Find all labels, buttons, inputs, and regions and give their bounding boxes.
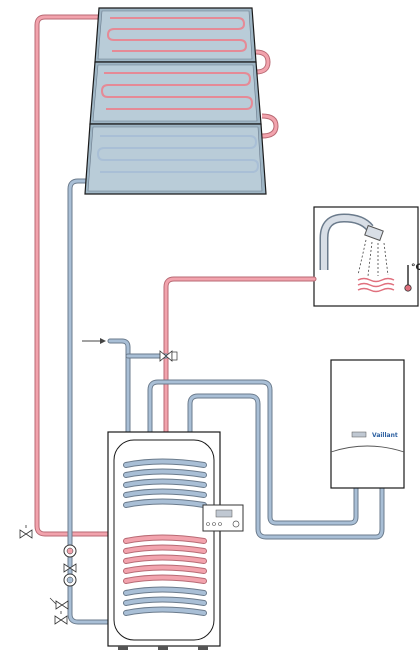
drain-valve-icon <box>54 611 68 625</box>
collector-bottom-meander <box>96 135 260 173</box>
solar-cold-return-pipe <box>67 178 153 625</box>
heat-waves-icon <box>357 277 395 293</box>
fill-valve-icon <box>19 525 33 539</box>
water-spray <box>357 239 389 277</box>
controller-display <box>215 509 233 518</box>
boiler-display <box>351 431 367 438</box>
wall-boiler: Vaillant <box>330 359 405 489</box>
boiler-brand-label: Vaillant <box>372 432 398 439</box>
check-valve-icon <box>63 563 77 573</box>
tank-controller <box>202 504 244 532</box>
safety-valve-icon <box>49 597 69 610</box>
temperature-unit-label: °C <box>411 263 420 273</box>
lower-solar-coil <box>123 534 207 616</box>
hot-water-supply-pipe <box>163 276 317 443</box>
collector-middle-meander <box>100 72 254 110</box>
mixing-valve-icon <box>159 350 178 362</box>
collector-top-meander <box>106 17 248 52</box>
pump-icon <box>63 544 77 558</box>
shower-head <box>364 224 384 242</box>
thermometer-icon <box>404 265 412 292</box>
boiler-loop-pipes <box>147 379 385 540</box>
hot-water-tap: °C <box>313 206 420 307</box>
solar-collectors <box>84 7 267 195</box>
solar-hot-supply-pipe <box>34 14 153 537</box>
flow-meter-icon <box>63 573 77 587</box>
upper-heat-exchanger-coil <box>123 458 207 508</box>
collector-interconnect-loops <box>255 49 279 139</box>
pump-station <box>19 525 77 625</box>
